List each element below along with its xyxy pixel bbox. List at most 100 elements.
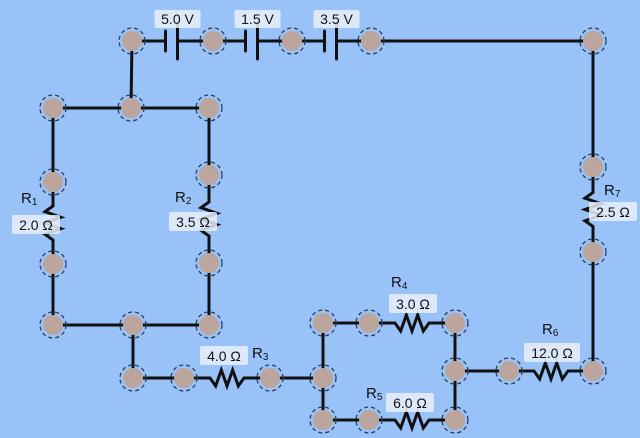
- node-ring: [441, 309, 469, 337]
- node-ring: [195, 161, 223, 189]
- junction-node[interactable]: [579, 27, 607, 55]
- junction-node[interactable]: [357, 27, 385, 55]
- node-dot: [199, 98, 219, 118]
- resistor-r5[interactable]: [367, 407, 457, 433]
- resistor-name: R: [21, 190, 32, 207]
- battery-voltage-label: 1.5 V: [241, 11, 274, 27]
- junction-node[interactable]: [278, 27, 306, 55]
- junction-node[interactable]: [39, 168, 67, 196]
- resistor-value-label: 2.0 Ω: [19, 217, 53, 233]
- node-dot: [583, 157, 603, 177]
- junction-node[interactable]: [39, 94, 67, 122]
- junction-node[interactable]: [199, 27, 227, 55]
- junction-node[interactable]: [39, 250, 67, 278]
- node-dot: [313, 410, 333, 430]
- resistor-value-bg: [386, 393, 434, 412]
- node-dot: [583, 242, 603, 262]
- node-dot: [260, 368, 280, 388]
- node-ring: [39, 250, 67, 278]
- junction-node[interactable]: [441, 357, 469, 385]
- node-ring: [118, 27, 146, 55]
- junction-node[interactable]: [355, 406, 383, 434]
- node-dot: [313, 313, 333, 333]
- junction-nodes: [39, 27, 607, 434]
- junction-node[interactable]: [118, 27, 146, 55]
- battery-1[interactable]: [130, 21, 215, 61]
- node-ring: [355, 406, 383, 434]
- resistor-name: R: [175, 189, 186, 206]
- node-ring: [119, 364, 147, 392]
- node-dot: [123, 368, 143, 388]
- node-dot: [583, 361, 603, 381]
- junction-node[interactable]: [119, 311, 147, 339]
- node-ring: [170, 364, 198, 392]
- resistor-r6[interactable]: [507, 358, 595, 384]
- resistor-value-label: 3.5 Ω: [176, 214, 210, 230]
- resistor-r7[interactable]: [580, 165, 606, 254]
- node-ring: [39, 94, 67, 122]
- node-ring: [278, 27, 306, 55]
- resistor-zigzag: [367, 407, 457, 433]
- resistor-subscript: 3: [263, 352, 269, 363]
- junction-node[interactable]: [309, 309, 337, 337]
- resistor-subscript: 1: [32, 197, 38, 208]
- resistor-name: R: [542, 321, 553, 338]
- node-dot: [583, 31, 603, 51]
- battery-label-bg: [154, 10, 201, 28]
- node-dot: [199, 165, 219, 185]
- node-ring: [579, 27, 607, 55]
- node-dot: [313, 368, 333, 388]
- resistor-name-label: R6: [542, 321, 559, 339]
- junction-node[interactable]: [170, 364, 198, 392]
- resistor-value-label: 4.0 Ω: [207, 348, 241, 364]
- junction-node[interactable]: [119, 364, 147, 392]
- resistor-value-label: 3.0 Ω: [396, 296, 430, 312]
- resistor-name-label: R2: [175, 189, 192, 207]
- node-dot: [199, 253, 219, 273]
- resistor-name-label: R4: [391, 274, 408, 292]
- node-ring: [117, 94, 145, 122]
- resistor-value-bg: [12, 215, 60, 234]
- junction-node[interactable]: [355, 309, 383, 337]
- resistor-value-bg: [389, 294, 437, 313]
- node-dot: [122, 31, 142, 51]
- battery-2[interactable]: [211, 21, 294, 61]
- node-ring: [355, 309, 383, 337]
- node-ring: [495, 357, 523, 385]
- junction-node[interactable]: [309, 406, 337, 434]
- junction-node[interactable]: [195, 311, 223, 339]
- resistor-r4[interactable]: [367, 310, 457, 336]
- junction-node[interactable]: [579, 153, 607, 181]
- resistor-value-label: 12.0 Ω: [531, 345, 573, 361]
- junction-node[interactable]: [256, 364, 284, 392]
- resistor-name-label: R7: [604, 182, 621, 200]
- junction-node[interactable]: [495, 357, 523, 385]
- junction-node[interactable]: [117, 94, 145, 122]
- node-dot: [359, 313, 379, 333]
- junction-node[interactable]: [441, 406, 469, 434]
- resistor-name: R: [366, 385, 377, 402]
- junction-node[interactable]: [579, 238, 607, 266]
- resistor-name: R: [604, 182, 615, 199]
- junction-node[interactable]: [579, 357, 607, 385]
- junction-node[interactable]: [195, 161, 223, 189]
- junction-node[interactable]: [195, 94, 223, 122]
- battery-3[interactable]: [290, 21, 373, 61]
- resistor-zigzag: [182, 365, 272, 391]
- junction-node[interactable]: [309, 364, 337, 392]
- node-dot: [445, 410, 465, 430]
- battery-voltage-label: 3.5 V: [320, 11, 353, 27]
- junction-node[interactable]: [39, 311, 67, 339]
- junction-node[interactable]: [195, 249, 223, 277]
- resistor-subscript: 4: [402, 281, 408, 292]
- node-ring: [195, 94, 223, 122]
- node-ring: [579, 357, 607, 385]
- node-ring: [579, 153, 607, 181]
- resistor-r3[interactable]: [182, 365, 272, 391]
- node-dot: [282, 31, 302, 51]
- battery-label-bg: [234, 10, 281, 28]
- node-dot: [174, 368, 194, 388]
- resistor-zigzag: [507, 358, 595, 384]
- junction-node[interactable]: [441, 309, 469, 337]
